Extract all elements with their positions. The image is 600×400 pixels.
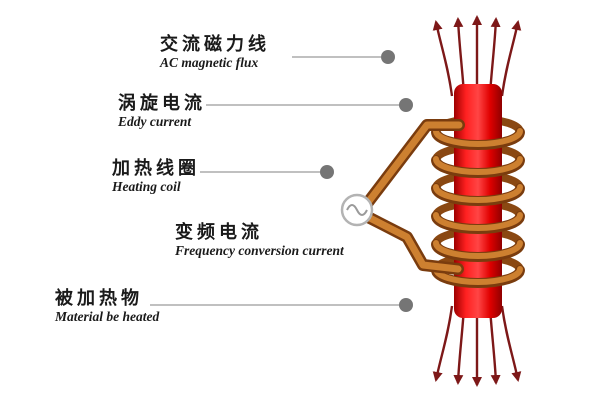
flux-arrow (500, 20, 522, 97)
flux-arrow (500, 305, 522, 382)
sine-wave-icon (346, 204, 368, 216)
label-heating-coil: 加热线圈 Heating coil (112, 158, 200, 194)
coil-lead-bottom (362, 212, 462, 273)
label-eddy-current-zh: 涡旋电流 (118, 93, 206, 113)
flux-arrow (432, 20, 454, 97)
label-material-be-heated-en: Material be heated (55, 308, 160, 324)
coil-turn-front-highlight (433, 212, 523, 231)
coil-front-turns (431, 127, 525, 288)
label-material-be-heated-zh: 被加热物 (55, 288, 143, 308)
label-frequency-conversion-current-en: Frequency conversion current (175, 242, 344, 258)
flux-arrow (432, 305, 454, 382)
coil-turn-front-highlight (433, 156, 523, 175)
pointer-dots (320, 50, 413, 312)
coil-turn-front-highlight (433, 266, 523, 285)
pointer-dot-eddy (399, 98, 413, 112)
flux-arrow (453, 17, 466, 95)
label-eddy-current-en: Eddy current (118, 113, 192, 129)
label-heating-coil-en: Heating coil (112, 178, 181, 194)
coil-turn-front-highlight (433, 240, 523, 259)
flux-arrow (488, 307, 501, 385)
coil-turn-front-highlight (433, 128, 523, 147)
label-eddy-current: 涡旋电流 Eddy current (118, 93, 206, 129)
label-frequency-conversion-current: 变频电流 Frequency conversion current (175, 222, 344, 258)
label-ac-magnetic-flux-zh: 交流磁力线 (160, 34, 270, 54)
coil-turn-front-highlight (433, 184, 523, 203)
pointer-dot-coil (320, 165, 334, 179)
ac-source (340, 193, 374, 227)
label-ac-magnetic-flux: 交流磁力线 AC magnetic flux (160, 34, 270, 70)
flux-arrow (453, 307, 466, 385)
label-heating-coil-zh: 加热线圈 (112, 158, 200, 178)
pointer-dot-material (399, 298, 413, 312)
label-frequency-conversion-current-zh: 变频电流 (175, 222, 263, 242)
flux-arrow (488, 17, 501, 95)
label-material-be-heated: 被加热物 Material be heated (55, 288, 159, 324)
pointer-lines (150, 56, 399, 306)
pointer-dot-ac-flux (381, 50, 395, 64)
coil-lead-top (362, 121, 463, 209)
label-ac-magnetic-flux-en: AC magnetic flux (160, 54, 259, 70)
coil-leads (360, 119, 465, 275)
